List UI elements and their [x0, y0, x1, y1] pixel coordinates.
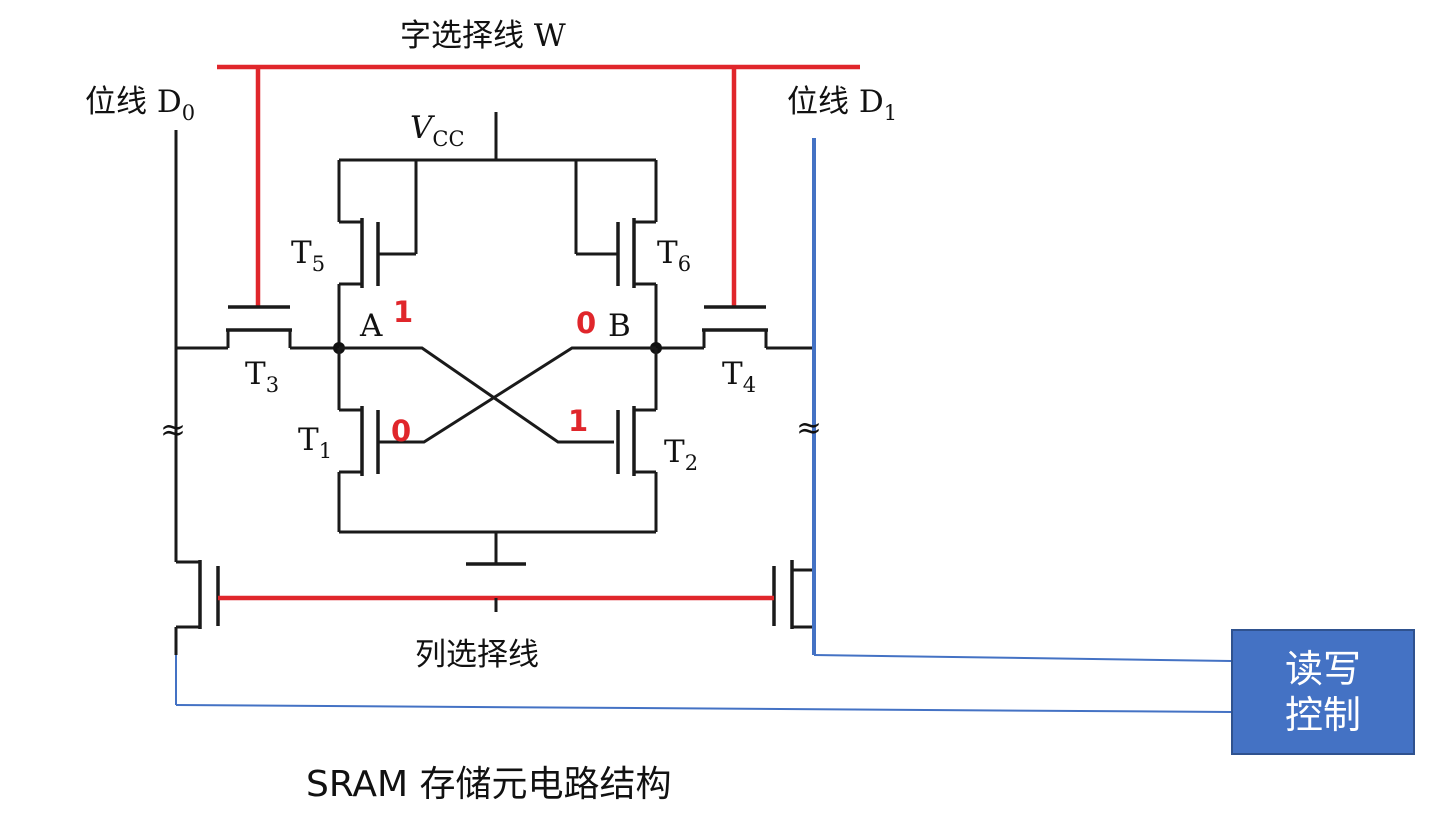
column-select-line — [218, 595, 774, 612]
t5-label: T5 — [291, 235, 325, 276]
t3-label: T3 — [245, 356, 279, 397]
cross-coupling — [339, 346, 656, 444]
column-select-left-transistor — [198, 560, 220, 629]
word-line-label: 字选择线 W — [400, 18, 566, 54]
t1-gate-state: 0 — [391, 414, 411, 448]
transistor-t3 — [176, 305, 339, 350]
bit-line-d0-label: 位线 D0 — [85, 84, 195, 125]
transistor-t4 — [656, 305, 814, 350]
transistor-t6 — [574, 160, 658, 348]
node-a-state: 1 — [393, 295, 413, 329]
transistor-t1 — [337, 348, 380, 532]
diagram-caption: SRAM 存储元电路结构 — [306, 764, 672, 805]
t4-label: T4 — [722, 356, 756, 397]
t2-label: T2 — [664, 434, 698, 475]
bit-line-d1-label: 位线 D1 — [787, 84, 897, 125]
t2-gate-state: 1 — [568, 404, 588, 438]
vcc-rail — [339, 112, 656, 162]
word-select-line — [217, 64, 860, 307]
break-symbol-left: ≈ — [160, 412, 186, 448]
t1-label: T1 — [298, 422, 332, 463]
vcc-label: VCC — [410, 110, 465, 151]
column-select-right-transistor — [772, 560, 814, 629]
bit-line-d1 — [812, 138, 1232, 662]
column-line-label: 列选择线 — [415, 637, 539, 673]
transistor-t2 — [616, 348, 658, 532]
break-symbol-right: ≈ — [796, 410, 822, 446]
node-a-label: A — [359, 308, 383, 344]
d0-control-line — [175, 655, 1232, 713]
node-b-state: 0 — [576, 306, 596, 340]
node-b-label: B — [608, 308, 631, 344]
bit-line-d0 — [174, 130, 200, 655]
read-write-control-box[interactable]: 读写 控制 — [1231, 629, 1415, 755]
transistor-t5 — [337, 160, 418, 348]
ground-symbol — [339, 530, 656, 566]
t6-label: T6 — [657, 235, 691, 276]
